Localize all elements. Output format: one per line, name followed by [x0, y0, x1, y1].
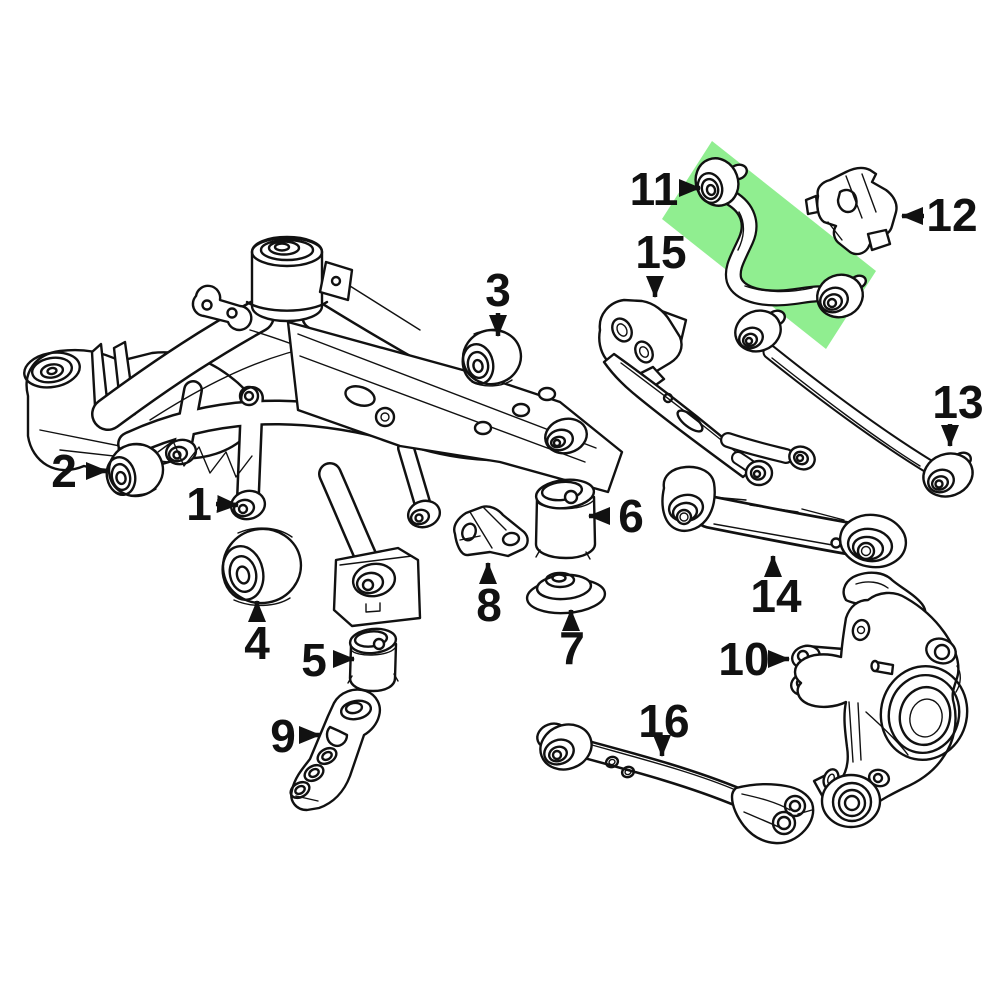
part-number-label-6: 6	[618, 490, 644, 542]
callout-6: 6	[588, 490, 644, 542]
callout-12: 12	[901, 189, 978, 241]
callout-10: 10	[718, 633, 790, 685]
part-8-bracket-drawing	[453, 505, 529, 558]
part-11-control-arm-drawing	[694, 157, 867, 319]
callout-16: 16	[638, 695, 690, 757]
subframe-assembly-drawing	[23, 235, 624, 628]
part-13-rod-drawing	[734, 309, 974, 498]
part-number-label-16: 16	[638, 695, 689, 747]
part-14-arm-drawing	[661, 465, 908, 569]
part-5-bushing-drawing	[347, 627, 399, 693]
callout-1: 1	[186, 478, 239, 530]
part-16-arm-drawing	[536, 722, 815, 845]
part-number-label-14: 14	[750, 570, 802, 622]
callout-14: 14	[750, 555, 802, 622]
part-number-label-8: 8	[476, 579, 502, 631]
part-number-label-2: 2	[51, 445, 77, 497]
part-number-label-5: 5	[301, 634, 327, 686]
callout-3: 3	[485, 264, 511, 337]
callout-9: 9	[270, 710, 321, 762]
part-number-label-3: 3	[485, 264, 511, 316]
callout-4: 4	[244, 600, 270, 669]
part-4-bushing-drawing	[221, 527, 303, 607]
part-number-label-4: 4	[244, 617, 270, 669]
part-number-label-11: 11	[630, 163, 679, 215]
part-number-label-9: 9	[270, 710, 296, 762]
callout-1-arrow	[215, 495, 239, 514]
part-10-knuckle-drawing	[789, 571, 969, 829]
callout-7: 7	[559, 609, 585, 674]
part-number-label-7: 7	[559, 622, 585, 674]
part-7-bushing-drawing	[525, 571, 607, 615]
part-number-label-13: 13	[932, 376, 983, 428]
part-number-label-15: 15	[635, 226, 686, 278]
callout-15: 15	[635, 226, 687, 298]
part-3-bushing-drawing	[461, 328, 523, 387]
callout-5: 5	[301, 634, 355, 686]
part-number-label-1: 1	[186, 478, 212, 530]
part-9-support-arm-drawing	[289, 688, 381, 812]
callouts: 1 2 3 4 5 6 7 8	[51, 163, 983, 762]
callout-11: 11	[630, 163, 701, 215]
part-12-bracket-drawing	[804, 166, 898, 256]
part-15-trailing-arm-drawing	[598, 298, 816, 487]
callout-13: 13	[932, 376, 984, 447]
callout-2: 2	[51, 445, 108, 497]
part-6-bushing-drawing	[534, 478, 597, 560]
callout-8: 8	[476, 562, 502, 631]
part-number-label-12: 12	[926, 189, 977, 241]
part-number-label-10: 10	[718, 633, 769, 685]
